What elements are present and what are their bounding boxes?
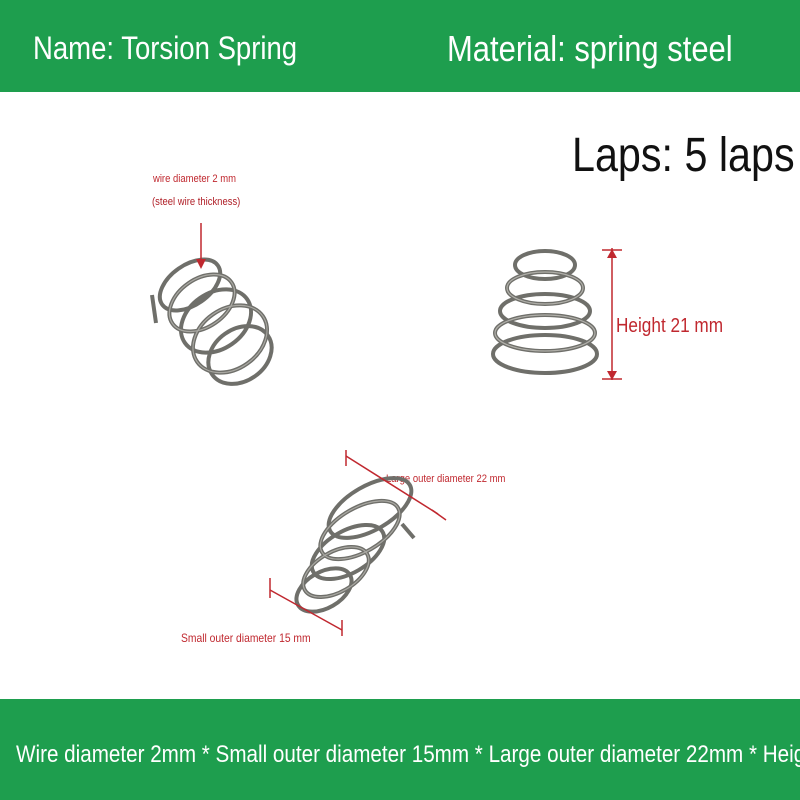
large-outer-diameter-label: Large outer diameter 22 mm bbox=[386, 473, 506, 485]
footer-banner: Wire diameter 2mm * Small outer diameter… bbox=[0, 699, 800, 800]
spring-side-view-image bbox=[150, 223, 274, 386]
laps-label: Laps: 5 laps bbox=[572, 129, 795, 182]
product-name: Name: Torsion Spring bbox=[33, 30, 298, 66]
height-label: Height 21 mm bbox=[616, 315, 724, 337]
small-outer-diameter-label: Small outer diameter 15 mm bbox=[181, 631, 311, 645]
spec-summary: Wire diameter 2mm * Small outer diameter… bbox=[16, 741, 800, 768]
wire-thickness-note: (steel wire thickness) bbox=[152, 196, 241, 208]
spring-front-view-image bbox=[491, 248, 622, 380]
product-material: Material: spring steel bbox=[447, 28, 733, 69]
header-banner: Name: Torsion Spring Material: spring st… bbox=[0, 0, 800, 92]
spring-angled-view-image bbox=[269, 450, 447, 636]
wire-diameter-label: wire diameter 2 mm bbox=[153, 173, 237, 185]
